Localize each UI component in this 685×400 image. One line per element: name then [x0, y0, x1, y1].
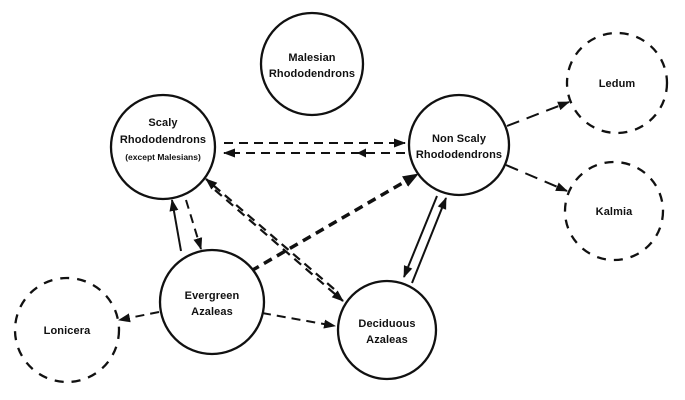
edge-non-scaly-rhododendrons-to-kalmia	[505, 164, 568, 192]
edge-non-scaly-rhododendrons-to-deciduous-azaleas	[403, 195, 438, 278]
node-label: Non Scaly	[432, 133, 487, 145]
node-label: Malesian	[288, 52, 335, 64]
non-scaly-rhododendrons-circle	[407, 93, 511, 197]
kalmia-circle	[563, 160, 665, 262]
node-ledum: Ledum	[565, 31, 669, 135]
edge-non-scaly-rhododendrons-to-ledum	[506, 101, 570, 127]
node-label: Scaly	[148, 117, 178, 129]
edge-evergreen-azaleas-to-lonicera	[118, 311, 160, 323]
node-kalmia: Kalmia	[563, 160, 665, 262]
node-label: Ledum	[599, 78, 636, 90]
node-label: Deciduous	[358, 318, 415, 330]
node-label: Azaleas	[366, 334, 408, 346]
node-lonicera: Lonicera	[13, 276, 121, 384]
node-label: Rhododendrons	[416, 149, 502, 161]
lonicera-circle	[13, 276, 121, 384]
edge-scaly-rhododendrons-to-evergreen-azaleas	[185, 199, 203, 250]
edge-midline-arrowhead-icon	[357, 148, 366, 158]
node-label: Rhododendrons	[269, 68, 355, 80]
edge-evergreen-azaleas-to-non-scaly-rhododendrons	[250, 172, 419, 273]
deciduous-azaleas-circle	[336, 279, 438, 381]
edge-deciduous-azaleas-to-non-scaly-rhododendrons	[411, 197, 447, 284]
node-label: Kalmia	[596, 206, 633, 218]
node-label: Rhododendrons	[120, 134, 206, 146]
evergreen-azaleas-circle	[158, 248, 266, 356]
edge-deciduous-azaleas-to-scaly-rhododendrons	[205, 178, 335, 290]
node-label: Evergreen	[185, 290, 240, 302]
node-label: Azaleas	[191, 306, 233, 318]
node-sublabel: (except Malesians)	[125, 152, 201, 162]
malesian-rhododendrons-circle	[259, 11, 365, 117]
edge-evergreen-azaleas-to-deciduous-azaleas	[261, 312, 336, 329]
node-label: Lonicera	[44, 325, 91, 337]
edge-scaly-rhododendrons-to-deciduous-azaleas	[214, 189, 344, 302]
ledum-circle	[565, 31, 669, 135]
scaly-rhododendrons-circle	[109, 93, 217, 201]
edge-evergreen-azaleas-to-scaly-rhododendrons	[169, 199, 182, 252]
